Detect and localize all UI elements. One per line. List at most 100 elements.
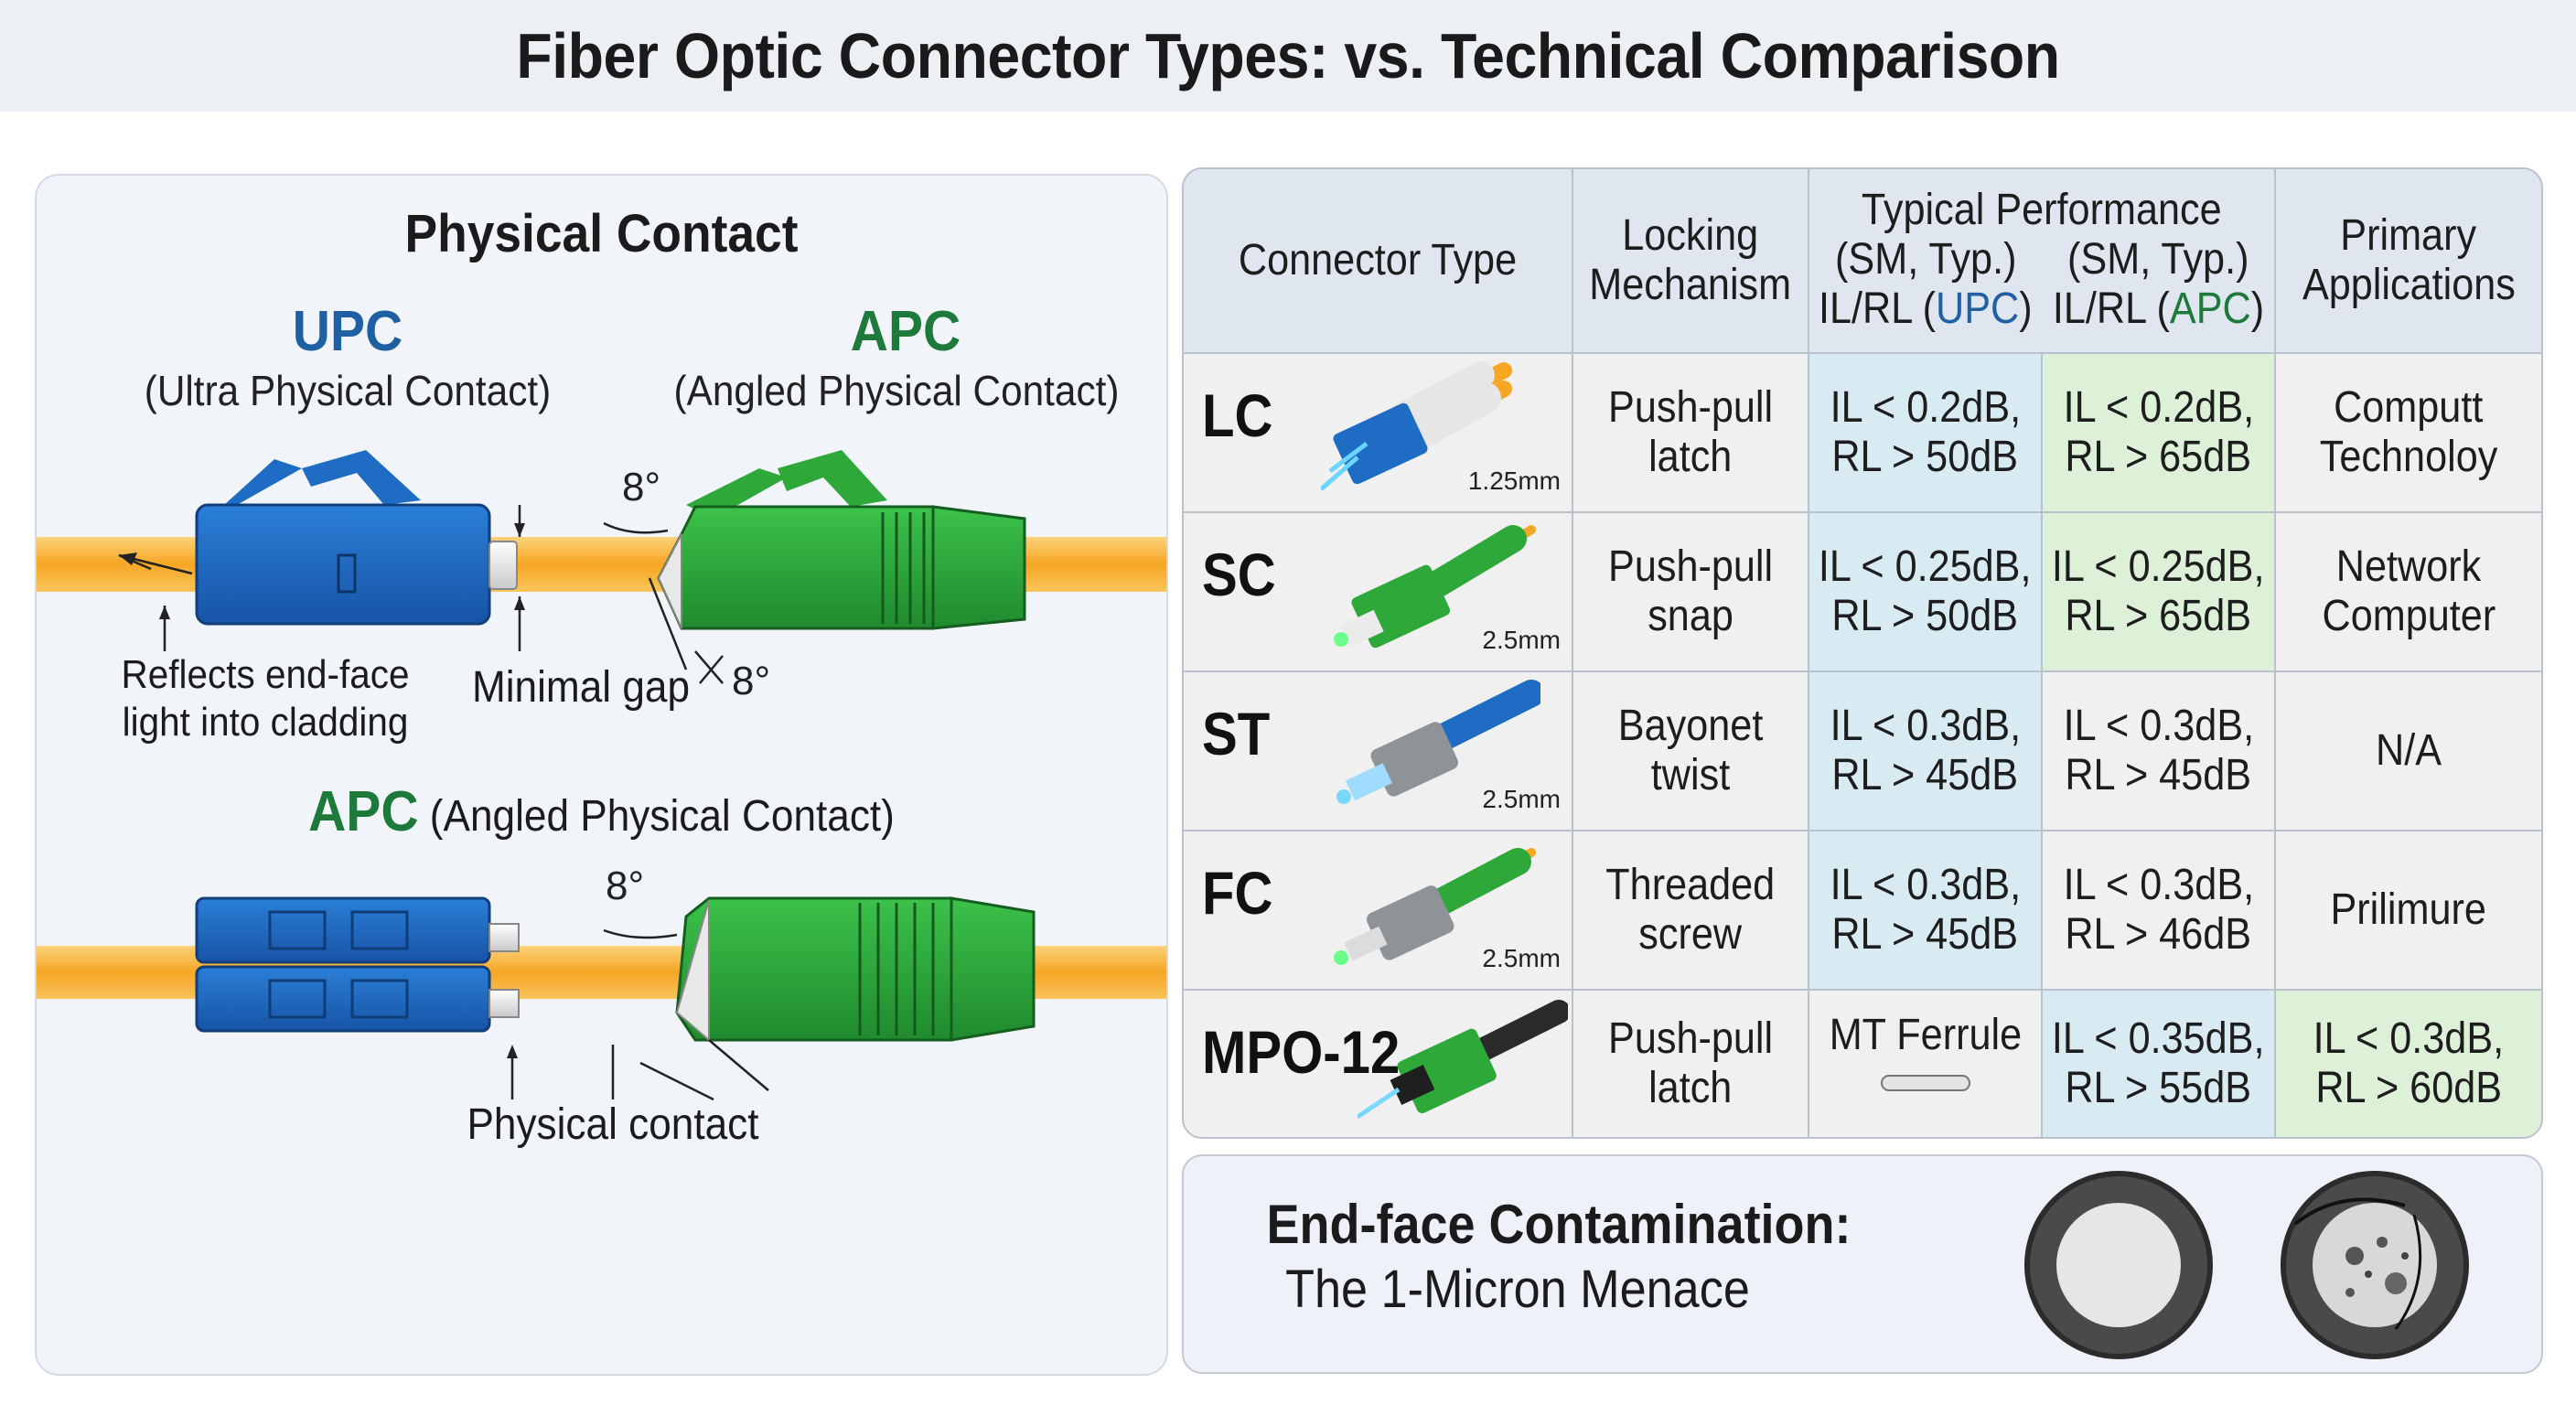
apc-lower-subtitle: (Angled Physical Contact) — [429, 792, 895, 841]
apc-lower-label: APC — [308, 780, 419, 843]
header-performance: Typical Performance (SM, Typ.) IL/RL (UP… — [1809, 169, 2276, 354]
connector-name-lc: LC — [1202, 381, 1273, 449]
duplex-connector-bottom — [195, 965, 491, 1033]
header-locking: Locking Mechanism — [1573, 169, 1809, 354]
apc-label: APC — [850, 300, 961, 363]
mpo-perf-apc-line2: RL > 55dB — [2065, 1064, 2252, 1112]
header-perf-upc-line2: IL/RL (UPC) — [1819, 284, 2033, 334]
contamination-panel: End-face Contamination: The 1-Micron Men… — [1182, 1154, 2543, 1374]
fc-locking-line1: Threaded — [1605, 861, 1776, 909]
apc-subtitle: (Angled Physical Contact) — [673, 367, 1120, 414]
fc-perf-apc-line1: IL < 0.3dB, — [2063, 861, 2254, 909]
st-locking: Bayonet twist — [1573, 672, 1809, 831]
mpo-locking: Push-pull latch — [1573, 991, 1809, 1137]
lower-fiber-assembly — [37, 896, 1166, 1101]
reflect-note-line1: Reflects end-face — [121, 652, 410, 697]
lc-applications: Computt Technoloy — [2276, 354, 2541, 513]
contamination-subtitle: The 1-Micron Menace — [1285, 1260, 1750, 1319]
fc-locking: Threaded screw — [1573, 831, 1809, 991]
reflect-note-line2: light into cladding — [122, 700, 409, 745]
sc-applications-line1: Network — [2335, 542, 2482, 591]
physical-contact-panel: Physical Contact UPC (Ultra Physical Con… — [35, 174, 1168, 1376]
table-row-lc-type: LC 1.25mm — [1184, 354, 1573, 513]
header-applications: Primary Applications — [2276, 169, 2541, 354]
header-perf-upc-close: ) — [2019, 284, 2033, 333]
header-connector-type-text: Connector Type — [1238, 236, 1518, 284]
table-row-sc-type: SC 2.5mm — [1184, 513, 1573, 672]
duplex-connector-top — [195, 896, 491, 964]
lc-perf-apc-line1: IL < 0.2dB, — [2063, 383, 2254, 432]
header-perf-apc-line2: IL/RL (APC) — [2052, 284, 2263, 334]
sc-applications-line2: Computer — [2322, 592, 2496, 640]
sc-connector-icon — [1334, 525, 1536, 649]
st-perf-apc: IL < 0.3dB, RL > 45dB — [2043, 672, 2276, 831]
angle-label-top: 8° — [622, 465, 661, 509]
header-locking-line1: Locking — [1622, 211, 1759, 260]
angle-label-bottom: 8° — [732, 659, 771, 703]
lc-connector-icon — [1321, 361, 1512, 491]
sc-locking: Push-pull snap — [1573, 513, 1809, 672]
mpo-locking-line1: Push-pull — [1607, 1014, 1774, 1063]
apc-ferrule — [657, 533, 682, 629]
upc-label: UPC — [292, 300, 403, 363]
mpo-perf-upc-line1: MT Ferrule — [1829, 1011, 2022, 1059]
physical-contact-heading: Physical Contact — [404, 204, 799, 263]
upc-connector-body — [195, 503, 491, 626]
fc-perf-apc-line2: RL > 46dB — [2065, 910, 2252, 959]
contaminated-endface-icon — [2281, 1171, 2469, 1359]
fc-perf-upc: IL < 0.3dB, RL > 45dB — [1809, 831, 2043, 991]
physical-contact-diagram — [37, 450, 1166, 1101]
header-locking-line2: Mechanism — [1589, 261, 1792, 309]
header-applications-line1: Primary — [2340, 211, 2477, 260]
reflect-note: Reflects end-face light into cladding — [105, 651, 425, 746]
mpo-perf-upc: MT Ferrule — [1809, 991, 2043, 1137]
st-locking-line2: twist — [1650, 751, 1731, 799]
lc-perf-apc: IL < 0.2dB, RL > 65dB — [2043, 354, 2276, 513]
header-perf-upc-word: UPC — [1936, 284, 2020, 333]
lc-perf-upc-line1: IL < 0.2dB, — [1830, 383, 2021, 432]
header-connector-type: Connector Type — [1184, 169, 1573, 354]
fc-perf-apc: IL < 0.3dB, RL > 46dB — [2043, 831, 2276, 991]
st-perf-upc: IL < 0.3dB, RL > 45dB — [1809, 672, 2043, 831]
connector-size-fc: 2.5mm — [1482, 944, 1561, 972]
header-perf-upc: (SM, Typ.) IL/RL (UPC) — [1809, 235, 2042, 334]
apc-lower-heading: APC (Angled Physical Contact) — [81, 779, 1121, 844]
apc-latch — [778, 450, 887, 507]
sc-perf-upc-line1: IL < 0.25dB, — [1819, 542, 2032, 591]
mpo-applications-line1: IL < 0.3dB, — [2313, 1014, 2505, 1063]
st-perf-apc-line1: IL < 0.3dB, — [2063, 702, 2254, 750]
header-perf-apc-prefix: IL/RL ( — [2052, 284, 2170, 333]
upper-fiber-assembly — [37, 450, 1166, 684]
connector-size-lc: 1.25mm — [1467, 467, 1561, 495]
apc-lower-connector-body — [675, 896, 953, 1042]
upc-subtitle: (Ultra Physical Contact) — [144, 367, 552, 414]
mpo-perf-apc: IL < 0.35dB, RL > 55dB — [2043, 991, 2276, 1137]
minimal-gap-note: Minimal gap — [471, 663, 691, 712]
header-performance-title: Typical Performance — [1862, 186, 2222, 234]
mt-ferrule-icon — [1880, 1075, 1970, 1091]
st-perf-upc-line2: RL > 45dB — [1831, 751, 2019, 799]
connector-size-st: 2.5mm — [1482, 785, 1561, 813]
st-connector-icon — [1336, 680, 1540, 804]
mpo-connector-icon — [1358, 1000, 1568, 1120]
header-perf-upc-line1: (SM, Typ.) — [1834, 235, 2017, 284]
header-perf-apc-line1: (SM, Typ.) — [2066, 235, 2249, 284]
connector-size-sc: 2.5mm — [1482, 626, 1561, 654]
sc-perf-upc: IL < 0.25dB, RL > 50dB — [1809, 513, 2043, 672]
apc-connector-body — [657, 505, 935, 630]
contamination-title: End-face Contamination: — [1266, 1194, 1852, 1255]
clean-endface-icon — [2024, 1171, 2213, 1359]
page-title: Fiber Optic Connector Types: vs. Technic… — [516, 20, 2060, 91]
mpo-locking-line2: latch — [1648, 1064, 1733, 1112]
title-bar: Fiber Optic Connector Types: vs. Technic… — [0, 0, 2576, 112]
connector-name-fc: FC — [1202, 859, 1273, 927]
header-perf-apc-word: APC — [2169, 284, 2251, 333]
fc-applications-line1: Prilimure — [2330, 885, 2487, 934]
lc-locking-line1: Push-pull — [1607, 383, 1774, 432]
st-applications: N/A — [2276, 672, 2541, 831]
apc-lower-ferrule — [675, 899, 710, 1043]
comparison-table: Connector Type Locking Mechanism Typical… — [1182, 167, 2543, 1139]
sc-perf-upc-line2: RL > 50dB — [1831, 592, 2019, 640]
lc-applications-line2: Technoloy — [2319, 433, 2498, 481]
fc-connector-icon — [1334, 848, 1536, 965]
